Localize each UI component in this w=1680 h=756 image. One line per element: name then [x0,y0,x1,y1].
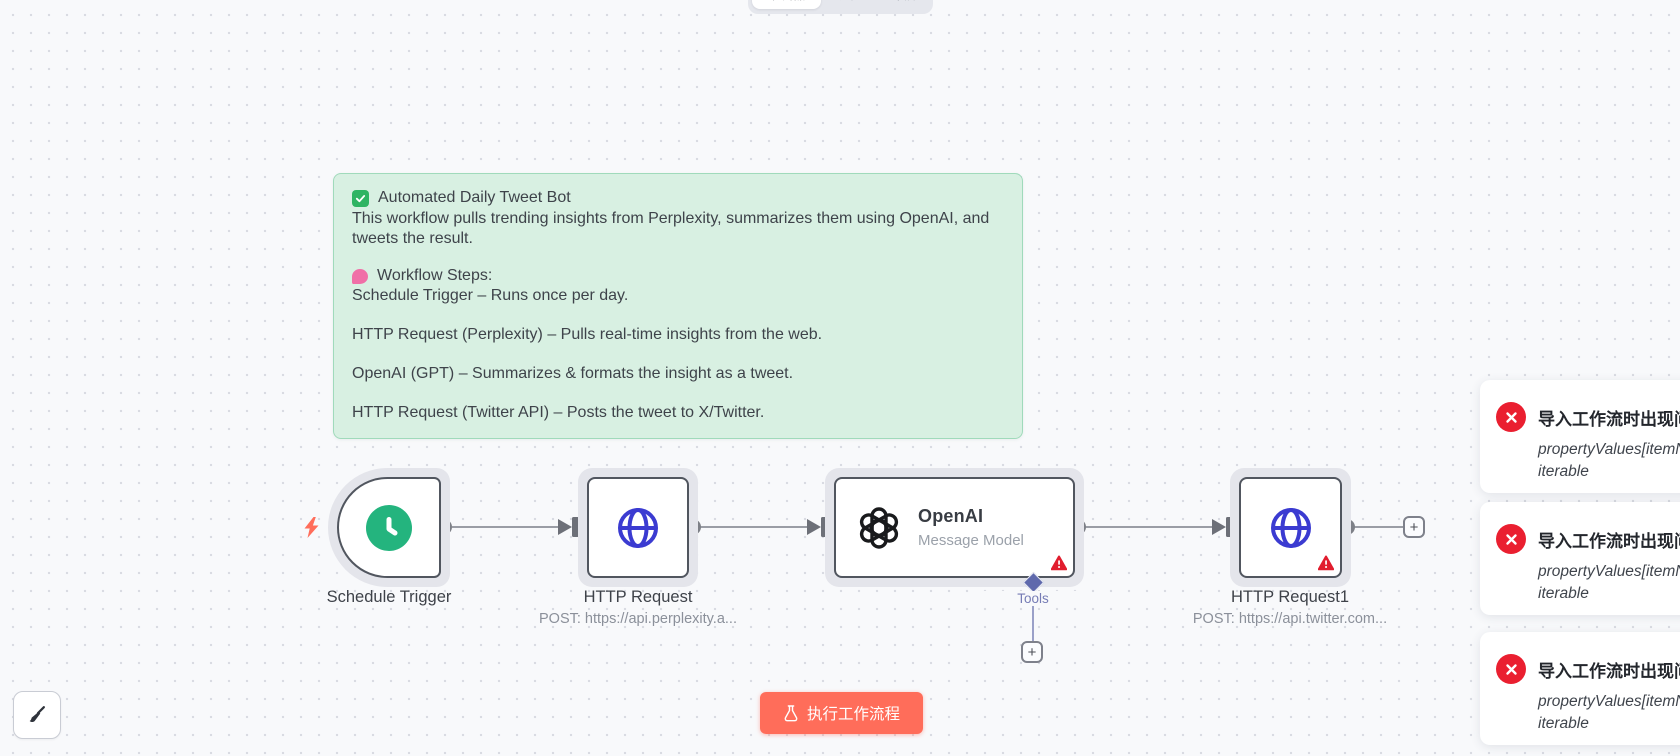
globe-icon [618,507,658,548]
toast-message: propertyValues[itemName] is not iterable [1538,563,1680,602]
toast-title: 导入工作流时出现问题 [1538,410,1680,429]
execute-workflow-label: 执行工作流程 [806,706,900,723]
add-tool-button[interactable]: + [1021,641,1043,663]
sticky-note-step: HTTP Request (Perplexity) – Pulls real-t… [352,326,823,343]
error-x-icon [1496,402,1526,432]
error-x-icon [1496,654,1526,684]
node-label-http-request: HTTP Request [583,588,693,606]
add-node-button[interactable]: + [1403,516,1425,538]
clock-icon [366,504,412,551]
view-tabbar: 编辑器 执行 评估 [748,0,934,14]
globe-icon [1270,507,1311,548]
sticky-note-step: Schedule Trigger – Runs once per day. [352,287,629,304]
plus-icon: + [1027,643,1037,661]
warning-icon [1318,555,1334,571]
connection-arrow-icon [558,519,572,535]
connection-arrow-icon [1212,519,1226,535]
node-subtitle-openai: Message Model [918,532,1024,549]
sticky-note-step: OpenAI (GPT) – Summarizes & formats the … [352,365,794,382]
node-schedule-trigger[interactable] [328,468,450,587]
trigger-bolt-icon [304,517,319,538]
tools-connection-line [1032,588,1034,642]
tidy-up-button[interactable] [13,691,61,739]
broom-icon [29,706,45,722]
sticky-note-title: Automated Daily Tweet Bot [378,189,571,206]
tab-editor[interactable]: 编辑器 [752,0,822,9]
flask-icon [784,704,798,721]
toast-title: 导入工作流时出现问题 [1538,532,1680,551]
toast-title: 导入工作流时出现问题 [1538,662,1680,681]
connection-arrow-icon [807,519,821,535]
error-toast[interactable]: 导入工作流时出现问题 propertyValues[itemName] is n… [1480,632,1680,745]
node-http-request1[interactable] [1230,468,1351,587]
sticky-note-steps-heading: Workflow Steps: [377,267,493,284]
node-title-openai: OpenAI [918,506,984,526]
sticky-note-intro: This workflow pulls trending insights fr… [352,210,990,247]
toast-message: propertyValues[itemName] is not iterable [1538,441,1680,480]
node-subtitle-http-request1: POST: https://api.twitter.com... [1192,611,1388,627]
error-x-icon [1496,524,1526,554]
speech-balloon-icon [352,268,368,284]
tools-port-label: Tools [983,591,1083,606]
tab-evaluations[interactable]: 评估 [877,0,929,9]
check-icon [352,189,369,207]
node-label-schedule-trigger: Schedule Trigger [326,588,452,606]
plus-icon: + [1409,518,1419,536]
node-label-http-request1: HTTP Request1 [1231,588,1349,606]
warning-icon [1051,555,1067,571]
node-openai[interactable]: OpenAI Message Model [825,468,1084,587]
tab-executions[interactable]: 执行 [823,0,875,9]
toast-message: propertyValues[itemName] is not iterable [1538,693,1680,732]
node-subtitle-http-request: POST: https://api.perplexity.a... [539,611,737,627]
sticky-note[interactable]: Automated Daily Tweet Bot This workflow … [333,173,1023,439]
error-toast[interactable]: 导入工作流时出现问题 propertyValues[itemName] is n… [1480,502,1680,615]
execute-workflow-button[interactable]: 执行工作流程 [760,692,923,734]
error-toast[interactable]: 导入工作流时出现问题 propertyValues[itemName] is n… [1480,380,1680,493]
openai-logo-icon [859,506,899,549]
node-http-request[interactable] [578,468,698,587]
sticky-note-step: HTTP Request (Twitter API) – Posts the t… [352,404,765,421]
